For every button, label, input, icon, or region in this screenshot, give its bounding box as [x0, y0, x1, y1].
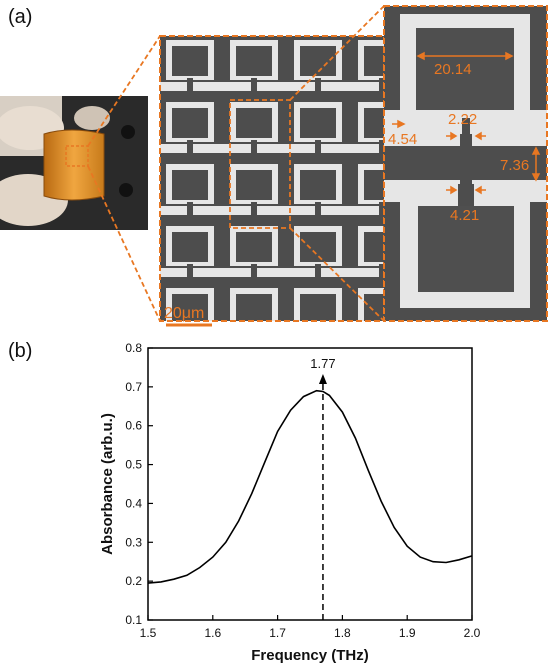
x-tick-label: 2.0 [464, 626, 481, 640]
x-tick-label: 1.8 [334, 626, 351, 640]
peak-annotation: 1.77 [310, 356, 335, 371]
panel-a-figure: 20μm [0, 5, 548, 327]
dim-gap-top: 2.22 [448, 111, 477, 128]
dim-gap-bottom: 4.21 [450, 207, 479, 224]
y-tick-label: 0.3 [125, 535, 142, 549]
x-tick-label: 1.9 [399, 626, 416, 640]
peak-arrow-icon [318, 374, 327, 384]
y-tick-label: 0.7 [125, 380, 142, 394]
x-tick-label: 1.7 [269, 626, 286, 640]
y-axis-label: Absorbance (arb.u.) [99, 413, 116, 555]
dim-arm-width: 4.54 [388, 131, 417, 148]
y-tick-label: 0.5 [125, 458, 142, 472]
x-tick-label: 1.6 [204, 626, 221, 640]
y-tick-label: 0.4 [125, 496, 142, 510]
y-tick-label: 0.1 [125, 613, 142, 627]
y-tick-label: 0.8 [125, 341, 142, 355]
sample-photo [0, 96, 148, 230]
y-tick-label: 0.2 [125, 574, 142, 588]
sem-array-image [159, 35, 385, 327]
series-line-absorbance [147, 389, 473, 584]
plot-frame [147, 347, 473, 621]
scale-bar-label: 20μm [164, 305, 204, 322]
x-axis-label: Frequency (THz) [251, 647, 369, 664]
dim-square-width: 20.14 [434, 61, 472, 78]
y-tick-label: 0.6 [125, 419, 142, 433]
panel-a-label: (a) [8, 6, 33, 28]
x-tick-label: 1.5 [140, 626, 157, 640]
dim-spacing: 7.36 [500, 157, 529, 174]
panel-b-label: (b) [8, 340, 33, 362]
sem-zoom-image [383, 5, 548, 322]
absorbance-chart: 1.5 1.6 1.7 1.8 1.9 2.0 0.1 0.2 0.3 0.4 0.5 0.6 0.7 0… [99, 341, 481, 664]
